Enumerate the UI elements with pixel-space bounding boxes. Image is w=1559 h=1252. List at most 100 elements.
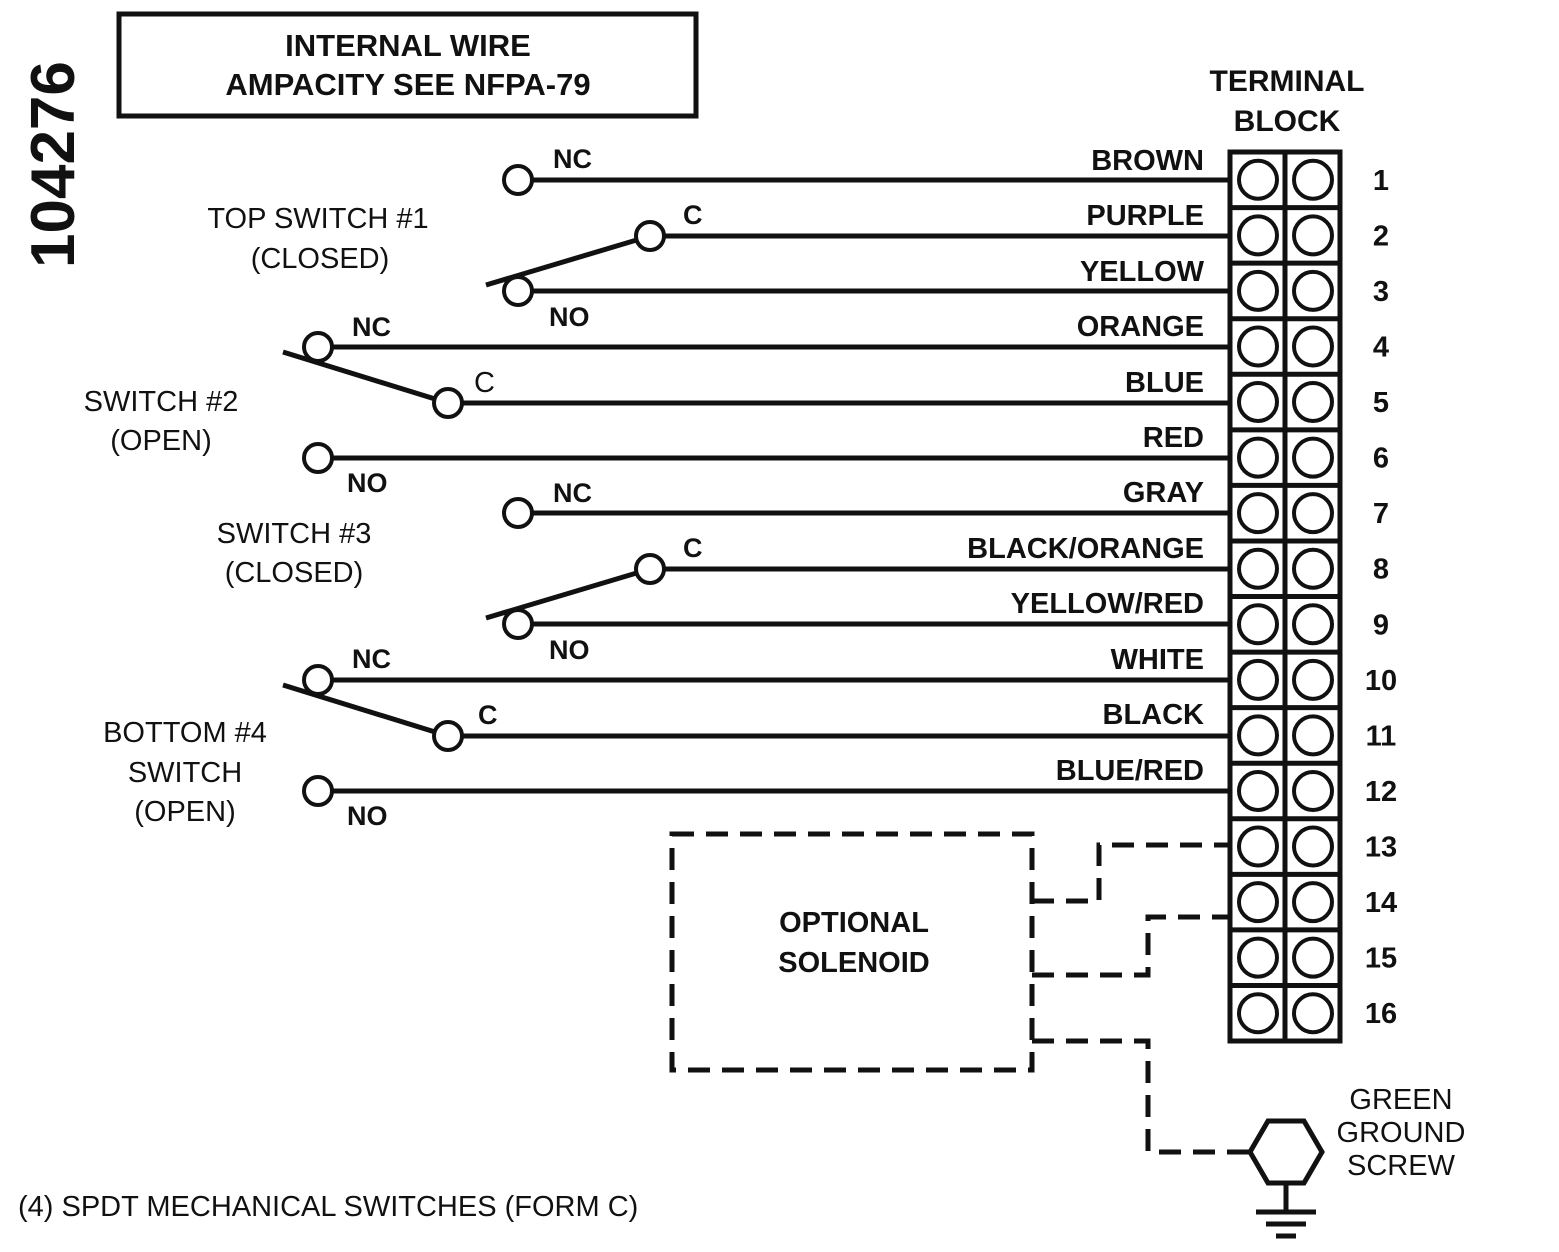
- terminal-number-6: 6: [1373, 443, 1389, 475]
- terminal-screw-14-right: [1292, 881, 1334, 924]
- terminal-screw-8-right: [1292, 547, 1334, 590]
- ground-label-3: SCREW: [1347, 1150, 1456, 1182]
- note-line-2: AMPACITY SEE NFPA-79: [225, 67, 590, 102]
- wire-label-9: YELLOW/RED: [1011, 588, 1204, 620]
- switch-1-no-contact: [502, 275, 534, 307]
- switch-2-label-2: (OPEN): [110, 425, 212, 457]
- switch-4-nc-label: NC: [352, 644, 391, 674]
- switch-3-c-label: C: [683, 533, 703, 563]
- terminal-screw-15-right: [1292, 936, 1334, 979]
- wire-label-6: RED: [1143, 422, 1204, 454]
- terminal-screw-3-left: [1237, 269, 1279, 312]
- ground-label-2: GROUND: [1337, 1117, 1466, 1149]
- switch-2-nc-label: NC: [352, 312, 391, 342]
- ground-label-1: GREEN: [1349, 1084, 1452, 1116]
- terminal-screw-6-left: [1237, 436, 1279, 479]
- terminal-screw-1-left: [1237, 158, 1279, 201]
- switch-3-no-contact: [502, 608, 534, 640]
- terminal-number-3: 3: [1373, 276, 1389, 308]
- terminal-number-10: 10: [1365, 665, 1397, 697]
- terminal-screw-14-left: [1237, 881, 1279, 924]
- terminal-block-title-1: TERMINAL: [1210, 65, 1365, 98]
- terminal-screw-2-left: [1237, 214, 1279, 257]
- footer-note: (4) SPDT MECHANICAL SWITCHES (FORM C): [18, 1191, 638, 1223]
- terminal-screw-7-right: [1292, 492, 1334, 535]
- terminal-number-15: 15: [1365, 943, 1397, 975]
- switch-4-c-label: C: [478, 700, 498, 730]
- wire-label-8: BLACK/ORANGE: [967, 533, 1204, 565]
- wire-label-10: WHITE: [1111, 644, 1204, 676]
- terminal-screw-9-left: [1237, 603, 1279, 646]
- terminal-number-12: 12: [1365, 776, 1397, 808]
- terminal-screw-2-right: [1292, 214, 1334, 257]
- wire-label-1: BROWN: [1091, 145, 1204, 177]
- terminal-screw-11-right: [1292, 714, 1334, 757]
- terminal-screw-3-right: [1292, 269, 1334, 312]
- terminal-screw-15-left: [1237, 936, 1279, 979]
- switch-4-label-1: BOTTOM #4: [103, 717, 267, 749]
- wire-label-11: BLACK: [1103, 699, 1205, 731]
- terminal-number-8: 8: [1373, 554, 1389, 586]
- switch-3-c-contact: [634, 553, 666, 585]
- wire-label-2: PURPLE: [1086, 200, 1204, 232]
- wire-label-4: ORANGE: [1077, 311, 1204, 343]
- terminal-screw-10-left: [1237, 658, 1279, 701]
- switch-3-nc-label: NC: [553, 478, 592, 508]
- terminal-screw-4-left: [1237, 325, 1279, 368]
- switch-4-blade: [282, 682, 449, 739]
- wire-label-12: BLUE/RED: [1056, 755, 1204, 787]
- switch-4-nc-contact: [302, 664, 334, 696]
- terminal-screw-9-right: [1292, 603, 1334, 646]
- wire-label-5: BLUE: [1125, 367, 1204, 399]
- switch-4-no-label: NO: [347, 801, 388, 831]
- ground-screw: GREEN GROUND SCREW: [1247, 1084, 1466, 1239]
- terminal-screw-12-right: [1292, 769, 1334, 812]
- optional-solenoid: OPTIONAL SOLENOID: [669, 831, 1250, 1155]
- part-number: 104276: [19, 61, 88, 268]
- terminal-number-5: 5: [1373, 387, 1389, 419]
- switch-2-no-contact: [302, 442, 334, 474]
- switch-1-label-2: (CLOSED): [251, 243, 390, 275]
- switch-3-no-label: NO: [549, 635, 590, 665]
- switch-4: NC C NO BOTTOM #4 SWITCH (OPEN): [103, 644, 497, 831]
- switch-4-label-2: SWITCH: [128, 757, 242, 789]
- terminal-screw-16-left: [1237, 992, 1279, 1035]
- switch-1: NC C NO TOP SWITCH #1 (CLOSED): [207, 144, 702, 332]
- switch-3-label-2: (CLOSED): [225, 557, 364, 589]
- terminal-screw-13-left: [1237, 825, 1279, 868]
- terminal-screw-4-right: [1292, 325, 1334, 368]
- terminal-screw-7-left: [1237, 492, 1279, 535]
- wire-label-3: YELLOW: [1080, 256, 1205, 288]
- terminal-number-7: 7: [1373, 498, 1389, 530]
- terminal-screw-5-left: [1237, 381, 1279, 424]
- solenoid-label-2: SOLENOID: [778, 947, 929, 979]
- terminal-screw-16-right: [1292, 992, 1334, 1035]
- solenoid-lead-14: [1032, 914, 1230, 978]
- switch-1-label-1: TOP SWITCH #1: [207, 203, 428, 235]
- switch-1-nc-contact: [502, 164, 534, 196]
- solenoid-lead-13: [1032, 842, 1230, 904]
- switch-2: NC C NO SWITCH #2 (OPEN): [84, 312, 495, 498]
- switch-3-label-1: SWITCH #3: [217, 518, 372, 550]
- solenoid-box: [669, 831, 1035, 1073]
- wires-group: [318, 177, 1230, 794]
- terminal-number-16: 16: [1365, 998, 1397, 1030]
- terminal-screw-1-right: [1292, 158, 1334, 201]
- wire-label-7: GRAY: [1123, 477, 1204, 509]
- terminal-number-9: 9: [1373, 609, 1389, 641]
- terminal-screw-11-left: [1237, 714, 1279, 757]
- ground-screw-hex: [1247, 1118, 1325, 1186]
- switch-1-c-contact: [634, 220, 666, 252]
- terminal-screw-13-right: [1292, 825, 1334, 868]
- switch-4-label-3: (OPEN): [134, 796, 236, 828]
- switch-3-nc-contact: [502, 497, 534, 529]
- switch-2-nc-contact: [302, 331, 334, 363]
- switch-1-nc-label: NC: [553, 144, 592, 174]
- switch-2-blade: [282, 349, 449, 406]
- terminal-number-4: 4: [1373, 331, 1389, 363]
- terminal-number-11: 11: [1366, 720, 1397, 752]
- switch-2-c-label: C: [474, 367, 495, 399]
- terminal-number-1: 1: [1373, 165, 1389, 197]
